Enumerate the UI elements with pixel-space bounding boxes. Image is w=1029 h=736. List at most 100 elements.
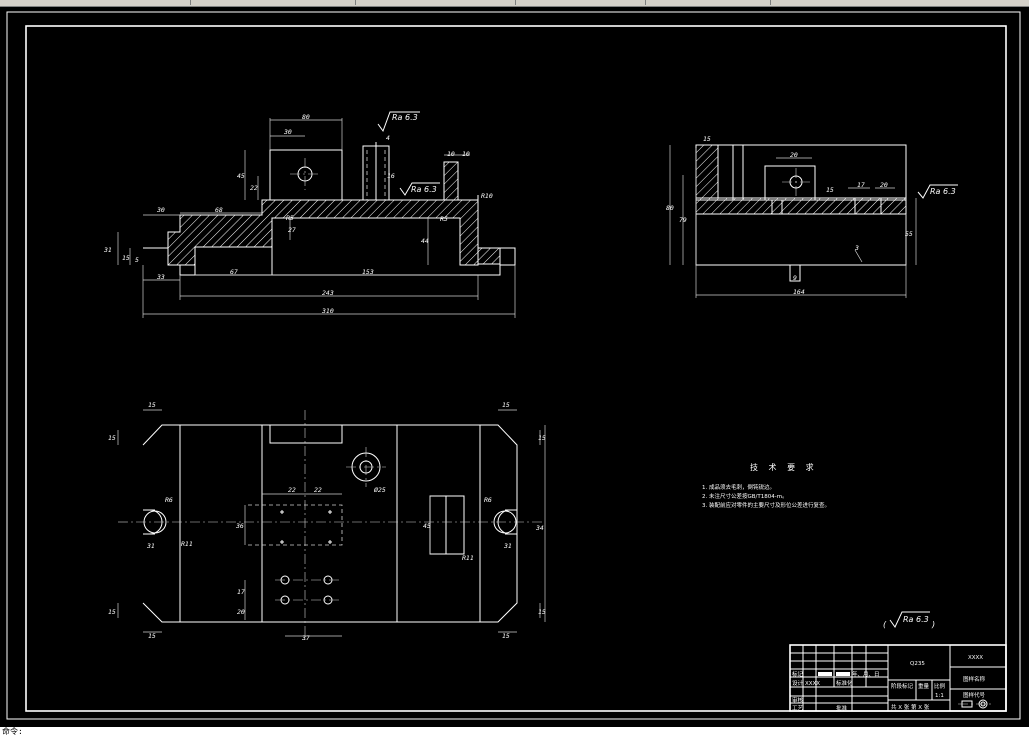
side-view: 15 80 79 20 17 15 20 55 3 9 164 Ra 6.3 — [666, 135, 958, 298]
roughness-label: Ra 6.3 — [903, 615, 929, 624]
dim-label: 15 — [538, 608, 546, 616]
dim-label: 79 — [679, 216, 687, 224]
dim-label: R10 — [481, 192, 493, 200]
stage-label: 阶段标记 — [891, 682, 914, 690]
dim-label: 164 — [793, 288, 805, 296]
dim-label: 15 — [826, 186, 834, 194]
row-label: 工艺 — [792, 705, 804, 712]
roughness-label: Ra 6.3 — [930, 187, 956, 196]
row-label: 标记 — [792, 670, 804, 678]
dim-label: 3 — [854, 244, 859, 252]
top-view: 15 15 R6 R11 31 15 15 15 R6 R11 31 15 15… — [108, 401, 546, 642]
tech-req-item: 2. 未注尺寸公差按GB/T1804-m。 — [702, 492, 788, 500]
technical-requirements: 技 术 要 求 1. 成品须去毛刺，倒钝锐边。 2. 未注尺寸公差按GB/T18… — [702, 462, 830, 509]
inner-frame-border — [25, 25, 1007, 712]
dim-label: 10 — [447, 150, 455, 158]
command-prompt: 命令: — [2, 727, 23, 736]
dim-label: 30 — [156, 206, 165, 214]
dim-label: 15 — [538, 434, 546, 442]
material-label: Q235 — [910, 661, 925, 667]
approve-label: 批准 — [836, 704, 848, 712]
dim-label: 33 — [156, 273, 165, 281]
front-view: 80 30 45 22 16 4 10 10 R10 30 68 31 15 5… — [103, 111, 516, 318]
dim-label: Ø25 — [374, 486, 386, 494]
sheet-info: 共 X 张 第 X 张 — [891, 703, 930, 711]
date-label: 年、月、日 — [852, 670, 880, 678]
toolbar-segment[interactable] — [355, 0, 516, 5]
dim-label: 15 — [148, 632, 156, 640]
toolbar-segment[interactable] — [0, 0, 191, 5]
dim-label: 243 — [322, 289, 334, 297]
dim-label: 4 — [386, 134, 390, 142]
dim-label: 22 — [250, 184, 258, 192]
dim-label: R6 — [165, 496, 173, 504]
standardization-label: 标准化 — [836, 679, 853, 687]
dim-label: 15 — [502, 632, 510, 640]
paren-open: ( — [883, 620, 887, 629]
dim-label: 22 — [288, 486, 296, 494]
dim-label: R5 — [286, 214, 294, 222]
tech-req-item: 3. 装配前应对零件的主要尺寸及形位公差进行复查。 — [702, 501, 830, 509]
scale-label: 比例 — [934, 682, 946, 690]
dim-label: 20 — [237, 608, 245, 616]
filled-cell — [818, 672, 832, 676]
filled-cell — [836, 672, 850, 676]
dim-label: 27 — [288, 226, 296, 234]
toolbar-segment[interactable] — [515, 0, 646, 5]
scale-value: 1:1 — [935, 693, 944, 699]
dim-label: 67 — [230, 268, 238, 276]
dim-label: 153 — [362, 268, 374, 276]
designer-value: XXXX — [805, 681, 820, 687]
dim-label: 15 — [148, 401, 156, 409]
drawing-number-label: 图样代号 — [963, 691, 986, 699]
dim-label: 36 — [235, 522, 244, 530]
dim-label: 45 — [423, 522, 431, 530]
dim-label: 45 — [237, 172, 245, 180]
dim-label: 17 — [237, 588, 245, 596]
toolbar-segment[interactable] — [190, 0, 356, 5]
paren-close: ) — [931, 620, 935, 629]
dim-label: 37 — [301, 634, 310, 642]
dim-label: 17 — [857, 181, 865, 189]
dim-label: 310 — [321, 307, 334, 315]
dim-label: 16 — [387, 172, 395, 180]
dim-label: 55 — [905, 230, 913, 238]
roughness-label: Ra 6.3 — [392, 113, 418, 122]
dim-label: 22 — [314, 486, 322, 494]
dim-label: 20 — [790, 151, 798, 159]
dim-label: 5 — [135, 256, 139, 264]
dim-label: 31 — [503, 542, 512, 550]
tech-req-title: 技 术 要 求 — [750, 462, 818, 472]
tech-req-item: 1. 成品须去毛刺，倒钝锐边。 — [702, 483, 775, 491]
outer-sheet-border — [6, 11, 1021, 720]
title-block: Q235 XXXX 图样名称 图样代号 阶段标记 重量 比例 1:1 共 X 张… — [789, 644, 1007, 712]
dim-label: 31 — [146, 542, 155, 550]
dim-label: 20 — [880, 181, 888, 189]
dim-label: 68 — [215, 206, 223, 214]
window-top-bar — [0, 0, 1029, 7]
dim-label: 80 — [302, 113, 310, 121]
dim-label: R5 — [440, 215, 448, 223]
dim-label: R11 — [462, 554, 474, 562]
row-label: 设计 — [792, 679, 804, 687]
weight-label: 重量 — [918, 682, 930, 690]
command-line[interactable]: 命令: — [0, 727, 1029, 736]
dim-label: 34 — [535, 524, 544, 532]
dim-label: 9 — [793, 274, 797, 282]
roughness-label: Ra 6.3 — [411, 185, 437, 194]
dim-label: 10 — [462, 150, 470, 158]
dim-label: 15 — [108, 434, 116, 442]
toolbar-segment[interactable] — [645, 0, 771, 5]
row-label: 审核 — [792, 696, 804, 704]
dim-label: 15 — [502, 401, 510, 409]
dim-label: 30 — [283, 128, 292, 136]
dim-label: 44 — [421, 237, 429, 245]
dim-label: 15 — [108, 608, 116, 616]
dim-label: 15 — [703, 135, 711, 143]
dim-label: 80 — [666, 204, 674, 212]
dim-label: 15 — [122, 254, 130, 262]
dim-label: 31 — [103, 246, 112, 254]
dim-label: R11 — [181, 540, 193, 548]
drawing-name-label: 图样名称 — [963, 675, 986, 683]
